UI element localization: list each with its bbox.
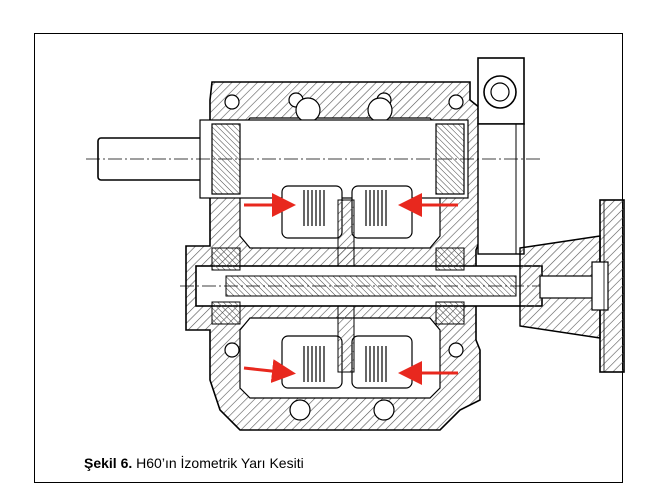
input-shaft (86, 119, 540, 199)
mounting-block (477, 57, 525, 255)
caption-label: Şekil 6. (84, 455, 133, 471)
output-flange (519, 199, 625, 373)
housing-bolts-bottom (224, 342, 464, 421)
housing-bolts-top (224, 92, 464, 123)
figure-caption: Şekil 6. H60’ın İzometrik Yarı Kesiti (84, 455, 304, 471)
caption-text: H60’ın İzometrik Yarı Kesiti (132, 455, 304, 471)
force-arrows (243, 193, 458, 385)
arrow-lower-left (243, 359, 296, 383)
output-shaft (180, 247, 560, 325)
